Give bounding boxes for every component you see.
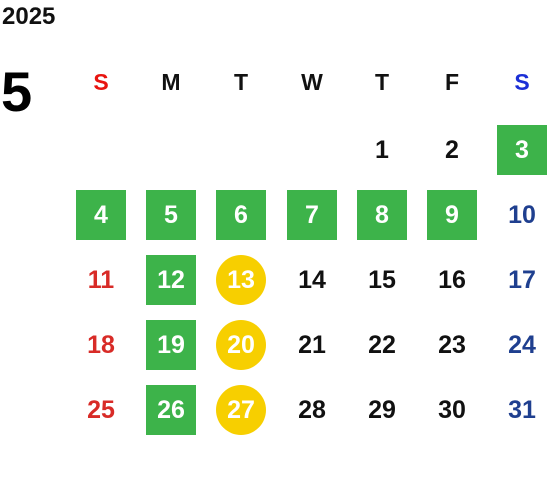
day-cell[interactable]: 15 — [368, 265, 396, 294]
weekday-label: S — [514, 69, 530, 95]
day-cell[interactable]: 21 — [298, 330, 326, 359]
year-label: 2025 — [2, 3, 56, 30]
day-cell[interactable]: 23 — [438, 330, 466, 359]
day-cell[interactable]: 16 — [438, 265, 466, 294]
weekday-label: S — [93, 69, 109, 95]
weekday-label: T — [374, 69, 390, 95]
month-number: 5 — [1, 60, 33, 123]
day-cell[interactable]: 30 — [438, 395, 466, 424]
day-cell[interactable]: 8 — [357, 190, 407, 240]
day-cell[interactable]: 19 — [146, 320, 196, 370]
day-cell[interactable]: 26 — [146, 385, 196, 435]
day-cell[interactable]: 2 — [445, 135, 459, 164]
day-cell[interactable]: 17 — [508, 265, 536, 294]
day-cell[interactable]: 11 — [87, 265, 115, 294]
day-cell[interactable]: 1 — [375, 135, 389, 164]
day-cell[interactable]: 25 — [87, 395, 115, 424]
day-cell[interactable]: 13 — [216, 255, 266, 305]
day-cell[interactable]: 27 — [216, 385, 266, 435]
day-cell[interactable]: 4 — [76, 190, 126, 240]
day-cell[interactable]: 18 — [87, 330, 115, 359]
day-cell[interactable]: 29 — [368, 395, 396, 424]
day-cell[interactable]: 28 — [298, 395, 326, 424]
day-cell[interactable]: 10 — [508, 200, 536, 229]
weekday-label: W — [301, 69, 323, 95]
day-cell[interactable]: 3 — [497, 125, 547, 175]
day-cell[interactable]: 5 — [146, 190, 196, 240]
day-cell[interactable]: 24 — [508, 330, 536, 359]
day-cell[interactable]: 31 — [508, 395, 536, 424]
weekday-label: M — [161, 69, 181, 95]
day-cell[interactable]: 6 — [216, 190, 266, 240]
day-cell[interactable]: 12 — [146, 255, 196, 305]
day-cell[interactable]: 9 — [427, 190, 477, 240]
day-cell[interactable]: 7 — [287, 190, 337, 240]
weekday-label: T — [233, 69, 249, 95]
weekday-label: F — [444, 69, 460, 95]
day-cell[interactable]: 14 — [298, 265, 326, 294]
day-cell[interactable]: 20 — [216, 320, 266, 370]
day-cell[interactable]: 22 — [368, 330, 396, 359]
